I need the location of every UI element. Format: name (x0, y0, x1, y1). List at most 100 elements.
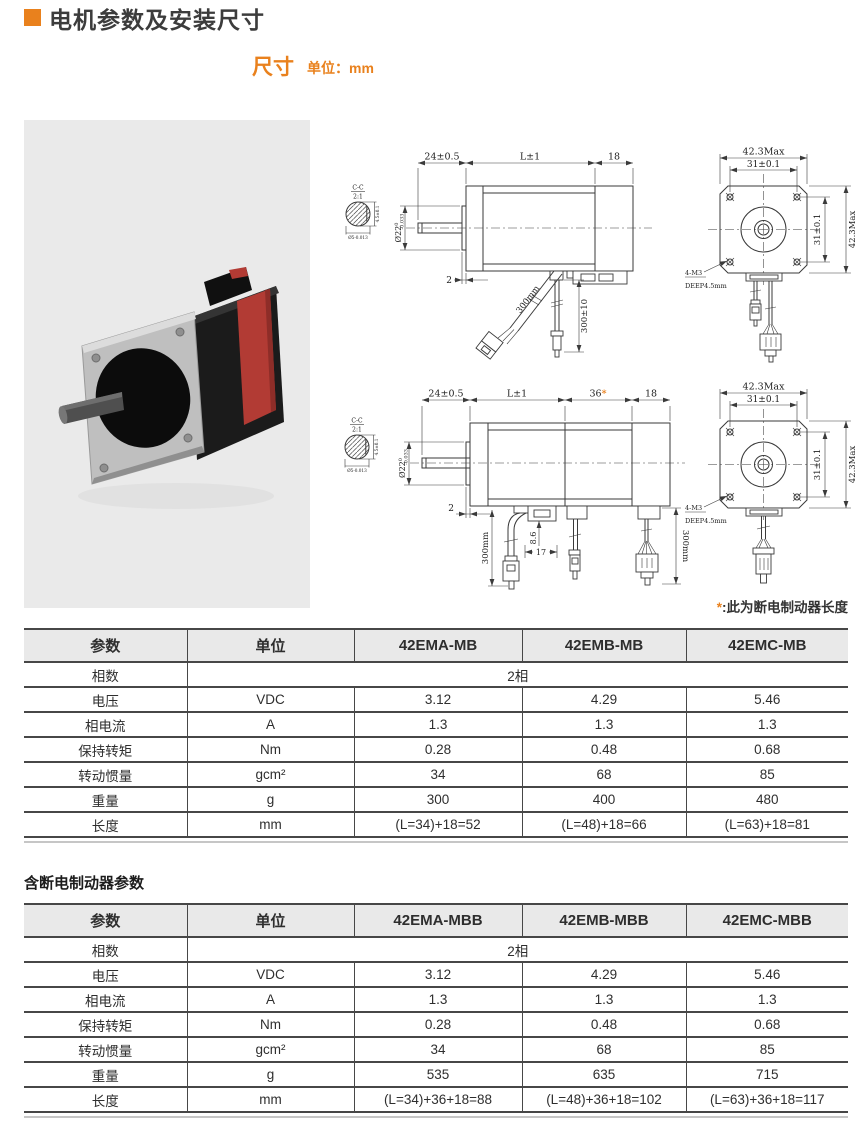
value-cell: A (186, 986, 355, 1013)
param-cell: 保持转矩 (24, 1011, 188, 1038)
value-cell: (L=48)+18=66 (521, 811, 687, 838)
col-header-model-c: 42EMC-MB (685, 628, 848, 663)
value-cell: 0.68 (685, 1011, 848, 1038)
page-title: 电机参数及安装尺寸 (49, 7, 265, 33)
dim-shaft-dia: Ø220-0.033 (394, 214, 406, 243)
table-underline (24, 1116, 848, 1118)
value-cell: 3.12 (353, 961, 523, 988)
param-cell: 相数 (24, 936, 188, 963)
value-cell: 4.29 (521, 686, 687, 713)
value-cell: 85 (685, 1036, 848, 1063)
dim-pitch: 17 (536, 548, 546, 557)
value-cell: (L=34)+36+18=88 (353, 1086, 523, 1113)
section-marker-square (24, 9, 41, 26)
dim-rear-length: 18 (645, 389, 657, 400)
value-cell: 4.29 (521, 961, 687, 988)
section-dia-dim: Ø5-0.013 (348, 235, 368, 240)
side-view-standard: C-C 2:1 4.5±0.1 Ø5-0.013 (345, 152, 652, 360)
col-header-model-c: 42EMC-MBB (685, 903, 848, 938)
param-cell: 保持转矩 (24, 736, 188, 763)
col-header-model-a: 42EMA-MB (353, 628, 523, 663)
value-cell: 0.48 (521, 1011, 687, 1038)
dimension-heading: 尺寸 (252, 56, 294, 79)
value-cell: 635 (521, 1061, 687, 1088)
value-cell: mm (186, 1086, 355, 1113)
table-underline (24, 841, 848, 843)
value-cell: 1.3 (353, 986, 523, 1013)
param-cell: 长度 (24, 811, 188, 838)
product-photo (24, 120, 310, 608)
param-cell: 电压 (24, 961, 188, 988)
value-cell: 3.12 (353, 686, 523, 713)
value-cell: gcm² (186, 1036, 355, 1063)
col-header-unit: 单位 (186, 628, 355, 663)
value-cell: 715 (685, 1061, 848, 1088)
value-cell: 1.3 (353, 711, 523, 738)
value-cell: 1.3 (521, 986, 687, 1013)
dim-boss-depth: 2 (448, 504, 454, 514)
value-cell: 480 (685, 786, 848, 813)
value-cell: 0.48 (521, 736, 687, 763)
value-cell: 68 (521, 1036, 687, 1063)
param-cell: 相电流 (24, 986, 188, 1013)
dim-body-length: L±1 (507, 389, 527, 400)
value-cell: 5.46 (685, 686, 848, 713)
dim-rear-length: 18 (608, 152, 620, 163)
value-cell: 300 (353, 786, 523, 813)
col-header-param: 参数 (24, 628, 188, 663)
value-cell: g (186, 786, 355, 813)
dim-front-length: 24±0.5 (424, 152, 459, 163)
motor-illustration (58, 267, 284, 509)
value-cell: 0.28 (353, 1011, 523, 1038)
value-cell: 1.3 (685, 711, 848, 738)
value-cell: 2相 (186, 936, 848, 963)
thread-depth-callout: DEEP4.5mm (685, 282, 727, 290)
section-scale: 2:1 (353, 194, 363, 201)
front-view-common: 42.3Max 31±0.1 (685, 147, 858, 290)
section-view-cc: C-C 2:1 4.5±0.1 Ø5-0.013 (345, 185, 380, 240)
value-cell: 1.3 (685, 986, 848, 1013)
dim-flange-height: 42.3Max (848, 211, 858, 249)
dim-cable-diag: 300mm (515, 284, 543, 316)
param-cell: 电压 (24, 686, 188, 713)
value-cell: VDC (186, 961, 355, 988)
col-header-model-b: 42EMB-MBB (521, 903, 687, 938)
value-cell: 34 (353, 761, 523, 788)
front-view-cables (749, 281, 782, 363)
value-cell: 400 (521, 786, 687, 813)
value-cell: A (186, 711, 355, 738)
dim-cable-vert: 300±10 (580, 299, 590, 333)
value-cell: 68 (521, 761, 687, 788)
value-cell: 0.28 (353, 736, 523, 763)
value-cell: (L=48)+36+18=102 (521, 1086, 687, 1113)
value-cell: gcm² (186, 761, 355, 788)
value-cell: 85 (685, 761, 848, 788)
unit-label: 单位：mm (307, 60, 374, 76)
mounting-holes (725, 192, 802, 267)
dim-offset: 8.6 (529, 532, 538, 545)
dim-hole-span: 31±0.1 (747, 160, 780, 170)
dim-hole-span-v: 31±0.1 (813, 214, 823, 245)
header-row: 参数 单位 42EMA-MBB 42EMB-MBB 42EMC-MBB (24, 903, 848, 938)
side-view-brake: 24±0.5 L±1 36* 18 Ø220-0.033 (344, 382, 858, 590)
value-cell: 5.46 (685, 961, 848, 988)
dim-boss-depth: 2 (446, 276, 452, 286)
value-cell: g (186, 1061, 355, 1088)
value-cell: 0.68 (685, 736, 848, 763)
value-cell: 34 (353, 1036, 523, 1063)
dim-shaft-dia: Ø220-0.033 (398, 449, 410, 478)
